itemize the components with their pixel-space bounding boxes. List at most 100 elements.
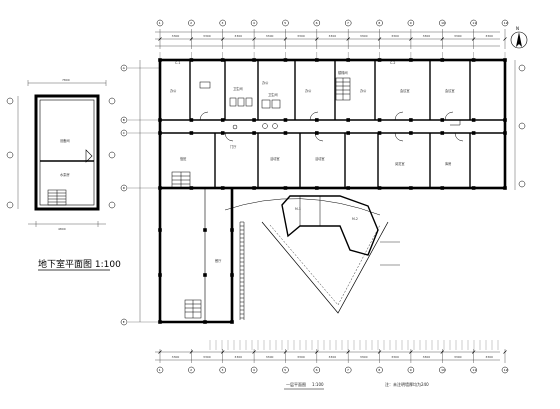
basement-room-2: 水泵房 [60, 172, 70, 177]
north-arrow-icon: N [510, 26, 528, 49]
main-stair-west [171, 171, 191, 189]
door-swings [199, 111, 464, 142]
entrance-canopy [261, 221, 389, 314]
north-arrow-label: N [516, 26, 519, 31]
axis-bottom-label: 8 [378, 368, 380, 372]
basement-outer-wall [34, 94, 100, 211]
axis-top-label: 3 [222, 21, 224, 25]
room-label: 办公 [305, 88, 312, 93]
axis-bottom-label: 1 [159, 368, 161, 372]
dim-top-label: 3300 [297, 34, 305, 38]
dim-bottom-label: 3300 [391, 355, 399, 359]
axis-bottom-label: 10 [441, 368, 445, 372]
basement-inner-wall [39, 99, 95, 206]
axis-top-label: 4 [253, 21, 255, 25]
room-label: 办公 [262, 80, 269, 85]
dim-bottom-label: 3300 [454, 355, 462, 359]
dim-top-label: 3300 [234, 34, 242, 38]
axis-bottom-label: 7 [347, 368, 349, 372]
room-label: 卫生间 [233, 86, 243, 91]
axis-left-label: C [123, 131, 125, 135]
entrance-lobby [281, 195, 379, 256]
main-plan-title: 一层平面图 [286, 381, 306, 387]
toilet-fixtures [199, 81, 281, 130]
basement-dim-bottom-label: 4800 [58, 227, 66, 231]
room-label: 活动室 [270, 156, 280, 161]
axis-left-label: E [123, 320, 125, 324]
main-stair-north [335, 77, 351, 101]
room-label: 会议室 [445, 88, 455, 93]
room-labels: 办公 办公 办公 办公 会议室 会议室 值班 门厅 活动室 活动室 阅览室 库房… [170, 61, 455, 263]
axis-bottom-label: 11 [472, 368, 476, 372]
basement-stair [47, 189, 67, 206]
axis-left-label: D [123, 186, 126, 190]
dim-bottom-label: 3300 [485, 355, 493, 359]
main-plan: 3300 3300 3300 3300 3300 3300 3300 3300 3300 3300… [120, 19, 526, 390]
dim-bottom-label: 3300 [297, 355, 305, 359]
main-plan-scale: 1:100 [312, 382, 324, 387]
dim-top-label: 3300 [423, 34, 431, 38]
dim-bottom-label: 3300 [172, 355, 180, 359]
leader-note-lines [380, 241, 400, 266]
canopy-arc [224, 198, 381, 216]
axis-left-label: A [123, 66, 126, 70]
dim-top-label: 3300 [454, 34, 462, 38]
axis-top-label: 5 [284, 21, 286, 25]
axis-top-label: 10 [441, 21, 445, 25]
west-wing-stair [184, 299, 202, 319]
axis-top-label: 8 [378, 21, 380, 25]
axis-top-label: 9 [410, 21, 412, 25]
room-label: C-1 [175, 61, 180, 65]
room-label: 餐厅 [215, 258, 222, 263]
axis-bottom-label: 2 [190, 368, 192, 372]
south-partitions [214, 133, 471, 188]
dim-bottom-label: 3300 [234, 355, 242, 359]
room-label: 值班 [180, 156, 187, 161]
room-label: 活动室 [315, 156, 325, 161]
basement-symbol [85, 149, 93, 163]
room-label: 卫生间 [268, 92, 278, 97]
room-label: C-2 [390, 61, 395, 65]
west-wing-tick-marks [240, 221, 244, 319]
axis-bottom-label: 3 [222, 368, 224, 372]
axis-bottom-label: 6 [316, 368, 318, 372]
axis-top-label: 12 [504, 21, 508, 25]
room-label: 阅览室 [395, 161, 405, 166]
dim-top-label: 3300 [391, 34, 399, 38]
basement-dim-bottom: 4800 [28, 221, 106, 231]
room-label: 库房 [445, 161, 451, 166]
main-axis-left: A B C D E [120, 64, 160, 326]
axis-top-label: 1 [159, 21, 161, 25]
dim-bottom-label: 3300 [203, 355, 211, 359]
dim-top-label: 3300 [266, 34, 274, 38]
basement-dim-top: 7800 [27, 78, 107, 86]
axis-top-label: 7 [347, 21, 349, 25]
axis-bottom-label: 12 [504, 368, 508, 372]
basement-plan: 7800 设备间 水泵房 [6, 78, 121, 271]
dim-top-label: 3300 [329, 34, 337, 38]
dim-top-label: 3300 [172, 34, 180, 38]
structural-columns [158, 58, 507, 324]
main-plan-note: 注：未注明墙厚均为240 [385, 381, 429, 387]
room-label: M-2 [352, 217, 358, 221]
main-axis-right [518, 64, 526, 188]
dim-bottom-label: 3300 [329, 355, 337, 359]
axis-top-label: 11 [472, 21, 476, 25]
room-label: 楼梯间 [338, 70, 348, 75]
dim-top-label: 3300 [360, 34, 368, 38]
axis-left-label: B [123, 118, 125, 122]
north-partitions [189, 60, 471, 120]
basement-axis-bubbles [6, 97, 116, 209]
room-label: 办公 [170, 88, 177, 93]
west-wing-windows [239, 222, 245, 320]
west-wing-wall [158, 188, 234, 324]
room-label: 会议室 [400, 88, 410, 93]
room-label: 门厅 [230, 144, 237, 149]
dim-bottom-label: 3300 [360, 355, 368, 359]
room-label: M-1 [295, 207, 301, 211]
